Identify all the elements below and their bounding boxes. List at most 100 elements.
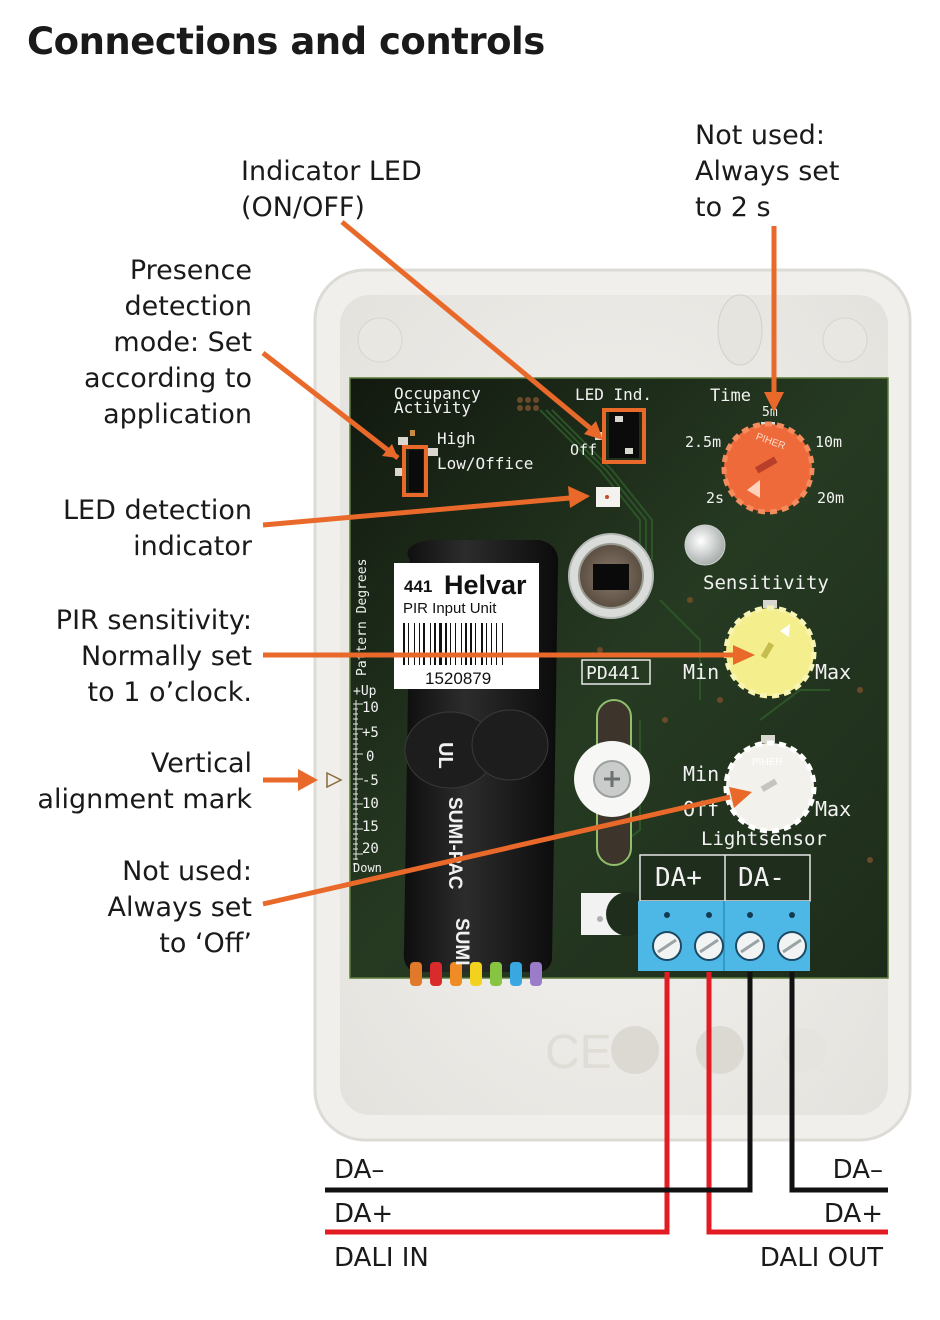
lightsensor-knob-brand: PIHER xyxy=(752,757,783,768)
pcb-time-20m: 20m xyxy=(817,489,844,507)
pcb-pattern-degrees: Pattern Degrees xyxy=(355,559,370,676)
barcode-bar xyxy=(439,623,442,665)
pcb-light-max: Max xyxy=(815,797,851,821)
barcode-bar xyxy=(475,623,476,665)
vertical-alignment-mark-icon xyxy=(326,771,343,789)
pcb-time-2-5m: 2.5m xyxy=(685,433,721,451)
ribbon-wire xyxy=(510,962,522,986)
pcb-time-label: Time xyxy=(710,386,751,406)
screw-slot xyxy=(782,938,802,954)
light-sensor-dome xyxy=(684,524,726,566)
barcode-bar xyxy=(403,623,405,665)
pcb-led-ind-label: LED Ind. xyxy=(575,385,652,404)
wire-label-in-da-minus: DA– xyxy=(334,1155,385,1185)
terminal-label-da-minus: DA- xyxy=(738,863,785,893)
scale-10-up: 10 xyxy=(362,700,379,716)
occupancy-jumper[interactable] xyxy=(395,430,438,492)
barcode-bar xyxy=(434,623,436,665)
callout-time-not-used: Not used: Always set to 2 s xyxy=(695,120,840,223)
terminal-hole xyxy=(664,912,670,918)
callout-vertical-alignment: Vertical alignment mark xyxy=(37,748,252,815)
leader-led-detection xyxy=(262,495,571,528)
leader-indicator-led xyxy=(340,220,592,430)
pcb-led-off-label: Off xyxy=(570,441,597,459)
wire-dali-in-da-minus xyxy=(325,972,753,1193)
terminal-label-da-plus: DA+ xyxy=(655,863,702,893)
barcode-bar xyxy=(465,623,467,665)
callout-lightsensor-not-used: Not used: Always set to ‘Off’ xyxy=(107,856,253,959)
pcb-activity-label: Activity xyxy=(394,398,471,417)
page-title: Connections and controls xyxy=(27,20,545,63)
pcb-model-label: PD441 xyxy=(586,663,640,684)
barcode-bar xyxy=(502,623,503,665)
pcb-sensitivity-label: Sensitivity xyxy=(703,572,829,594)
pcb-time-2s: 2s xyxy=(706,489,724,507)
ribbon-wire xyxy=(430,962,442,986)
barcode-bar xyxy=(419,623,420,665)
barcode-bar xyxy=(496,623,497,665)
pcb-light-min: Min xyxy=(683,762,719,786)
wire-label-out-da-minus: DA– xyxy=(832,1155,883,1185)
label-model-number: 441 xyxy=(404,577,432,596)
wire-label-dali-in: DALI IN xyxy=(334,1243,429,1273)
pcb-low-office-label: Low/Office xyxy=(437,454,533,473)
cable-brand-text-2: SUMI xyxy=(451,918,472,966)
wire-label-in-da-plus: DA+ xyxy=(334,1199,394,1229)
ce-mark: CE xyxy=(545,1026,612,1079)
ribbon-wire xyxy=(530,962,542,986)
time-knob[interactable]: PIHER xyxy=(721,421,815,515)
pcb-high-label: High xyxy=(437,429,476,448)
scale-20-down: 20 xyxy=(362,841,379,857)
ribbon-wire xyxy=(410,962,422,986)
led-detection-indicator xyxy=(596,487,620,507)
callout-led-detection: LED detection indicator xyxy=(63,495,252,562)
ribbon-wire xyxy=(490,962,502,986)
wire-label-dali-out: DALI OUT xyxy=(759,1243,883,1273)
annotation-arrowheads xyxy=(298,392,784,808)
wire-dali-in-da-plus xyxy=(325,972,670,1235)
scale-5-down: -5 xyxy=(362,773,379,789)
label-description: PIR Input Unit xyxy=(403,600,497,617)
ribbon-wire xyxy=(470,962,482,986)
arrowhead-presence xyxy=(382,444,398,458)
highlight-occupancy-jumper xyxy=(402,445,428,497)
barcode-bar xyxy=(481,623,483,665)
wire-dali-out-da-plus xyxy=(706,972,888,1235)
scale-up: +Up xyxy=(353,684,377,699)
ul-mark: UL xyxy=(434,742,456,769)
pcb-sensitivity-min: Min xyxy=(683,660,719,684)
callout-presence-mode: Presence detection mode: Set according t… xyxy=(84,255,252,430)
pcb-sensitivity-max: Max xyxy=(815,660,851,684)
barcode-bar xyxy=(423,623,425,665)
scale-5-up: +5 xyxy=(362,725,379,741)
scale-15-down: 15 xyxy=(362,819,379,835)
terminal-hole xyxy=(706,912,712,918)
screw-slot xyxy=(657,938,677,954)
pcb-time-10m: 10m xyxy=(815,433,842,451)
product-label xyxy=(394,563,539,689)
callout-indicator-led: Indicator LED (ON/OFF) xyxy=(241,156,422,223)
barcode-bar xyxy=(414,623,415,665)
leader-lightsensor xyxy=(262,794,731,907)
wire-dali-out-da-minus xyxy=(789,972,888,1193)
label-brand: Helvar xyxy=(444,570,527,600)
highlight-led-jumper xyxy=(602,408,646,464)
lightsensor-knob[interactable]: PIHER xyxy=(723,735,817,834)
pattern-scale xyxy=(353,700,363,865)
barcode-bar xyxy=(430,623,431,665)
barcode-bar xyxy=(450,623,451,665)
barcode-bar xyxy=(491,623,492,665)
terminal-hole xyxy=(747,912,753,918)
barcode-bar xyxy=(470,623,472,665)
scale-down: Down xyxy=(353,861,382,875)
wiring xyxy=(325,972,888,1235)
label-serial: 1520879 xyxy=(425,669,491,688)
screw-slot xyxy=(699,938,719,954)
terminal-hole xyxy=(789,912,795,918)
barcode-bar xyxy=(455,623,456,665)
annotation-lines xyxy=(261,220,777,907)
barcode-bar xyxy=(461,623,462,665)
sensitivity-knob[interactable] xyxy=(723,600,817,699)
barcode-bar xyxy=(408,623,409,665)
scale-0: 0 xyxy=(366,749,374,765)
